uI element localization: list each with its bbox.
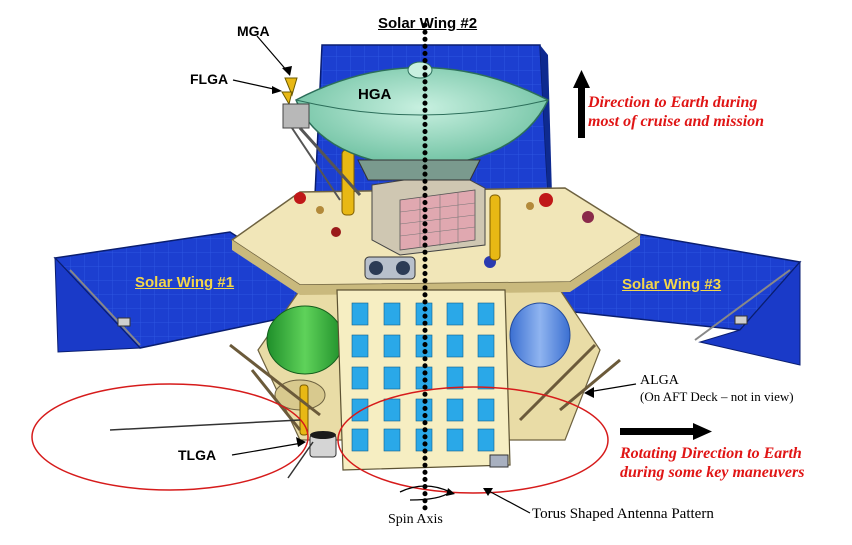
- earth-maneuver-note-line2: during some key maneuvers: [620, 464, 805, 481]
- alga-label: ALGA: [640, 373, 679, 388]
- tlga-boom-2: [287, 441, 314, 479]
- torus-pattern: [31, 383, 609, 494]
- strut-lines: [229, 343, 621, 431]
- panel-windows: [351, 302, 495, 452]
- earth-direction-arrow-right: [620, 423, 712, 440]
- spin-axis-label: Spin Axis: [388, 512, 443, 527]
- hga-label: HGA: [358, 86, 392, 103]
- earth-direction-arrow-up: [573, 70, 590, 138]
- mga-flga-antennas: [281, 77, 362, 201]
- earth-cruise-note-line2: most of cruise and mission: [588, 113, 765, 130]
- earth-cruise-note-line1: Direction to Earth during: [588, 94, 758, 111]
- instrument-box: [364, 171, 486, 280]
- tlga-antenna: [309, 431, 509, 468]
- alga-note: (On AFT Deck – not in view): [640, 389, 794, 404]
- leader-lines: [231, 35, 637, 514]
- hga-dish: [295, 61, 549, 181]
- flga-label: FLGA: [190, 71, 229, 87]
- tlga-label: TLGA: [178, 447, 217, 463]
- front-panel: [336, 289, 511, 471]
- torus-label: Torus Shaped Antenna Pattern: [532, 506, 714, 522]
- solar-wing-1-label: Solar Wing #1: [135, 274, 235, 291]
- mga-label: MGA: [237, 23, 270, 39]
- spin-axis-line: [399, 22, 455, 513]
- earth-maneuver-note-line1: Rotating Direction to Earth: [620, 445, 802, 462]
- solar-wing-2-label: Solar Wing #2: [378, 15, 478, 32]
- tlga-boom: [109, 419, 301, 431]
- solar-wing-3-label: Solar Wing #3: [622, 276, 722, 293]
- arrowheads: [272, 66, 594, 496]
